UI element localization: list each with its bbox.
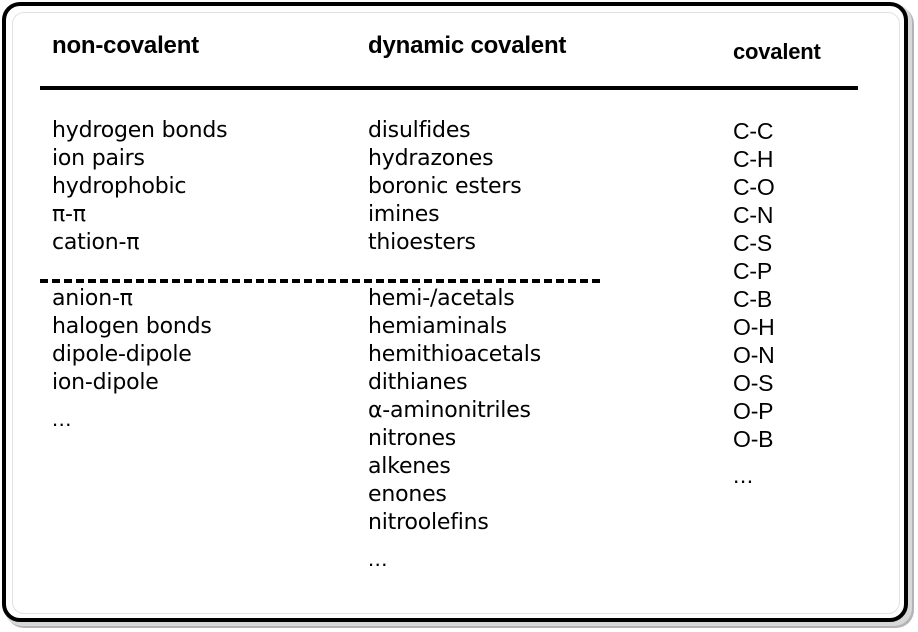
- header-rule: [40, 86, 858, 90]
- list-item: imines: [368, 202, 440, 227]
- list-item: hydrazones: [368, 146, 494, 171]
- list-item: C-O: [733, 174, 775, 200]
- list-item: O-S: [733, 370, 774, 396]
- list-item: C-H: [733, 146, 774, 172]
- group-divider-dashed: [40, 279, 600, 283]
- list-continuation: ...: [52, 406, 72, 431]
- list-item: hemithioacetals: [368, 342, 541, 367]
- list-item: boronic esters: [368, 174, 522, 199]
- list-continuation: ...: [368, 546, 388, 571]
- list-item: O-B: [733, 426, 774, 452]
- list-item: α-aminonitriles: [368, 398, 531, 423]
- list-item: hydrophobic: [52, 174, 187, 199]
- list-item: C-N: [733, 202, 774, 228]
- list-item: enones: [368, 482, 447, 507]
- list-item: dipole-dipole: [52, 342, 192, 367]
- column-header-non-covalent: non-covalent: [52, 32, 199, 59]
- list-item: disulfides: [368, 118, 471, 143]
- list-item: ion pairs: [52, 146, 145, 171]
- column-non-covalent: hydrogen bonds ion pairs hydrophobic π-π…: [52, 117, 352, 433]
- list-item: O-P: [733, 398, 774, 424]
- list-item: O-H: [733, 314, 775, 340]
- list-item: hemiaminals: [368, 314, 507, 339]
- list-item: nitrones: [368, 426, 457, 451]
- list-item: halogen bonds: [52, 314, 212, 339]
- list-item: C-P: [733, 258, 773, 284]
- frame-inner-rule: [12, 12, 900, 614]
- list-item: anion-π: [52, 286, 133, 311]
- list-item: nitroolefins: [368, 510, 489, 535]
- list-item: cation-π: [52, 230, 140, 255]
- list-item: O-N: [733, 342, 775, 368]
- list-item: hemi-/acetals: [368, 286, 515, 311]
- list-item: hydrogen bonds: [52, 118, 228, 143]
- list-item: dithianes: [368, 370, 468, 395]
- list-item: alkenes: [368, 454, 451, 479]
- list-item: C-B: [733, 286, 773, 312]
- column-covalent: C-C C-H C-O C-N C-S C-P C-B O-H O-N O-S …: [733, 117, 903, 489]
- list-continuation: ...: [733, 462, 754, 488]
- list-item: π-π: [52, 202, 86, 227]
- column-header-dynamic-covalent: dynamic covalent: [368, 32, 567, 59]
- column-dynamic-covalent: disulfides hydrazones boronic esters imi…: [368, 117, 708, 573]
- list-item: ion-dipole: [52, 370, 159, 395]
- list-item: thioesters: [368, 230, 476, 255]
- column-header-covalent: covalent: [733, 39, 821, 64]
- list-item: C-C: [733, 118, 774, 144]
- list-item: C-S: [733, 230, 773, 256]
